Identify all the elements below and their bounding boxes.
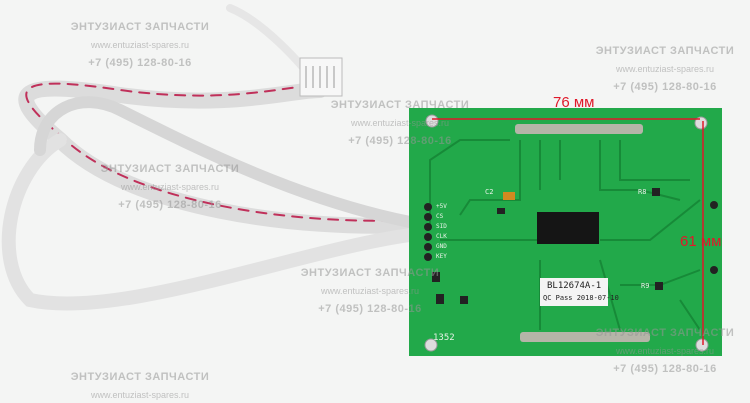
pin-label: SID bbox=[436, 223, 447, 230]
watermark-site: www.entuziast-spares.ru bbox=[615, 346, 715, 356]
watermark-phone: +7 (495) 128-80-16 bbox=[613, 363, 717, 375]
pin-labels: +5V CS SID CLK GND KEY bbox=[436, 202, 447, 262]
watermark-title: ЭНТУЗИАСТ ЗАПЧАСТИ bbox=[70, 21, 210, 33]
watermark-title: ЭНТУЗИАСТ ЗАПЧАСТИ bbox=[100, 163, 240, 175]
pin-row-bottom bbox=[520, 332, 650, 342]
watermark-title: ЭНТУЗИАСТ ЗАПЧАСТИ bbox=[595, 327, 735, 339]
watermark-title: ЭНТУЗИАСТ ЗАПЧАСТИ bbox=[70, 371, 210, 383]
watermark-site: www.entuziast-spares.ru bbox=[90, 390, 190, 400]
pin-label: KEY bbox=[436, 253, 447, 260]
watermark-phone: +7 (495) 128-80-16 bbox=[613, 81, 717, 93]
width-measurement: 76 мм bbox=[553, 94, 595, 111]
connector-plug bbox=[299, 57, 343, 97]
silkscreen-number: 1352 bbox=[433, 333, 455, 343]
watermark: ЭНТУЗИАСТ ЗАПЧАСТИ www.entuziast-spares.r… bbox=[555, 324, 750, 378]
r8-label: R8 bbox=[638, 188, 647, 196]
watermark-title: ЭНТУЗИАСТ ЗАПЧАСТИ bbox=[330, 99, 470, 111]
pin-row-top bbox=[515, 124, 643, 134]
watermark-site: www.entuziast-spares.ru bbox=[90, 40, 190, 50]
watermark: ЭНТУЗИАСТ ЗАПЧАСТИ www.entuziast-spares.r… bbox=[555, 42, 750, 96]
watermark-site: www.entuziast-spares.ru bbox=[615, 64, 715, 74]
controller-chip bbox=[537, 212, 599, 244]
r9-label: R9 bbox=[641, 282, 650, 290]
part-label: BL12674A-1 bbox=[547, 281, 602, 291]
watermark-title: ЭНТУЗИАСТ ЗАПЧАСТИ bbox=[595, 45, 735, 57]
watermark-site: www.entuziast-spares.ru bbox=[350, 118, 450, 128]
watermark-phone: +7 (495) 128-80-16 bbox=[348, 135, 452, 147]
pin-label: GND bbox=[436, 243, 447, 250]
watermark: ЭНТУЗИАСТ ЗАПЧАСТИ www.entuziast-spares.r… bbox=[30, 18, 250, 72]
qc-label-sticker bbox=[540, 278, 608, 306]
watermark-phone: +7 (495) 128-80-16 bbox=[318, 303, 422, 315]
pin-label: +5V bbox=[436, 203, 447, 210]
watermark-title: ЭНТУЗИАСТ ЗАПЧАСТИ bbox=[300, 267, 440, 279]
ribbon-cable bbox=[1, 4, 418, 311]
watermark-site: www.entuziast-spares.ru bbox=[320, 286, 420, 296]
qc-label: QC Pass 2018-07-10 bbox=[543, 294, 619, 302]
cap-label: C2 bbox=[485, 188, 494, 196]
watermark-phone: +7 (495) 128-80-16 bbox=[118, 199, 222, 211]
watermark-phone: +7 (495) 128-80-16 bbox=[88, 57, 192, 69]
watermark: ЭНТУЗИАСТ ЗАПЧАСТИ www.entuziast-spares.r… bbox=[30, 368, 250, 403]
height-measurement: 61 мм bbox=[680, 233, 722, 250]
watermark: ЭНТУЗИАСТ ЗАПЧАСТИ www.entuziast-spares.r… bbox=[290, 96, 510, 150]
watermark: ЭНТУЗИАСТ ЗАПЧАСТИ www.entuziast-spares.r… bbox=[60, 160, 280, 214]
pin-label: CS bbox=[436, 213, 444, 220]
watermark: ЭНТУЗИАСТ ЗАПЧАСТИ www.entuziast-spares.r… bbox=[260, 264, 480, 318]
watermark-site: www.entuziast-spares.ru bbox=[120, 182, 220, 192]
pin-label: CLK bbox=[436, 233, 447, 240]
